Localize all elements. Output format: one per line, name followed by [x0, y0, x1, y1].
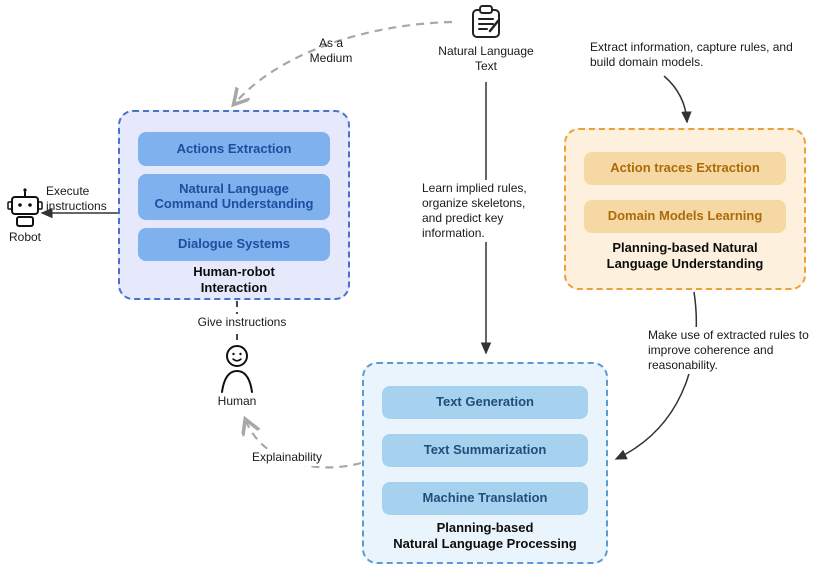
- arrow-nlu-to-nlp: [614, 291, 698, 460]
- box-title-hri-line1: Human-robot: [193, 264, 275, 279]
- annotation-make-use: Make use of extracted rules to improve c…: [646, 327, 812, 374]
- box-title-nlu-line1: Planning-based Natural: [612, 240, 758, 255]
- arrow-as-a-medium: [235, 20, 453, 103]
- box-planning-nlu: Action traces Extraction Domain Models L…: [564, 128, 806, 290]
- annotation-give-instructions: Give instructions: [190, 314, 294, 331]
- arrow-explainability: [246, 421, 362, 469]
- human-icon: [221, 345, 253, 393]
- item-text-generation: Text Generation: [382, 386, 588, 419]
- box-title-hri-line2: Interaction: [200, 279, 268, 295]
- annotation-as-a-medium: As a Medium: [309, 36, 353, 65]
- item-domain-models-learning: Domain Models Learning: [584, 200, 786, 233]
- item-machine-translation: Machine Translation: [382, 482, 588, 515]
- annotation-learn-rules: Learn implied rules, organize skeletons,…: [420, 180, 550, 242]
- box-title-hri: Human-robot Interaction: [120, 264, 348, 295]
- box-title-nlp: Planning-based Natural Language Processi…: [364, 520, 606, 551]
- box-title-nlp-line1: Planning-based: [436, 520, 534, 535]
- annotation-extract-info: Extract information, capture rules, and …: [590, 40, 793, 69]
- arrow-extract-to-nlu: [663, 75, 692, 124]
- box-planning-nlp: Text Generation Text Summarization Machi…: [362, 362, 608, 564]
- annotation-explainability: Explainability: [245, 449, 329, 466]
- label-robot: Robot: [8, 230, 42, 244]
- item-dialogue-systems: Dialogue Systems: [138, 228, 330, 261]
- item-actions-extraction: Actions Extraction: [138, 132, 330, 166]
- document-clipboard-icon: [472, 5, 500, 38]
- item-action-traces-extraction: Action traces Extraction: [584, 152, 786, 185]
- annotation-execute-instructions: Execute instructions: [46, 184, 107, 213]
- label-natural-language-text: Natural Language Text: [438, 44, 534, 73]
- robot-icon: [7, 188, 43, 227]
- box-title-nlu-line2: Language Understanding: [606, 255, 764, 271]
- label-human: Human: [217, 394, 257, 408]
- item-text-summarization: Text Summarization: [382, 434, 588, 467]
- box-title-nlu: Planning-based Natural Language Understa…: [566, 240, 804, 271]
- item-nl-command-understanding: Natural Language Command Understanding: [138, 174, 330, 220]
- box-human-robot-interaction: Actions Extraction Natural Language Comm…: [118, 110, 350, 300]
- box-title-nlp-line2: Natural Language Processing: [393, 535, 577, 551]
